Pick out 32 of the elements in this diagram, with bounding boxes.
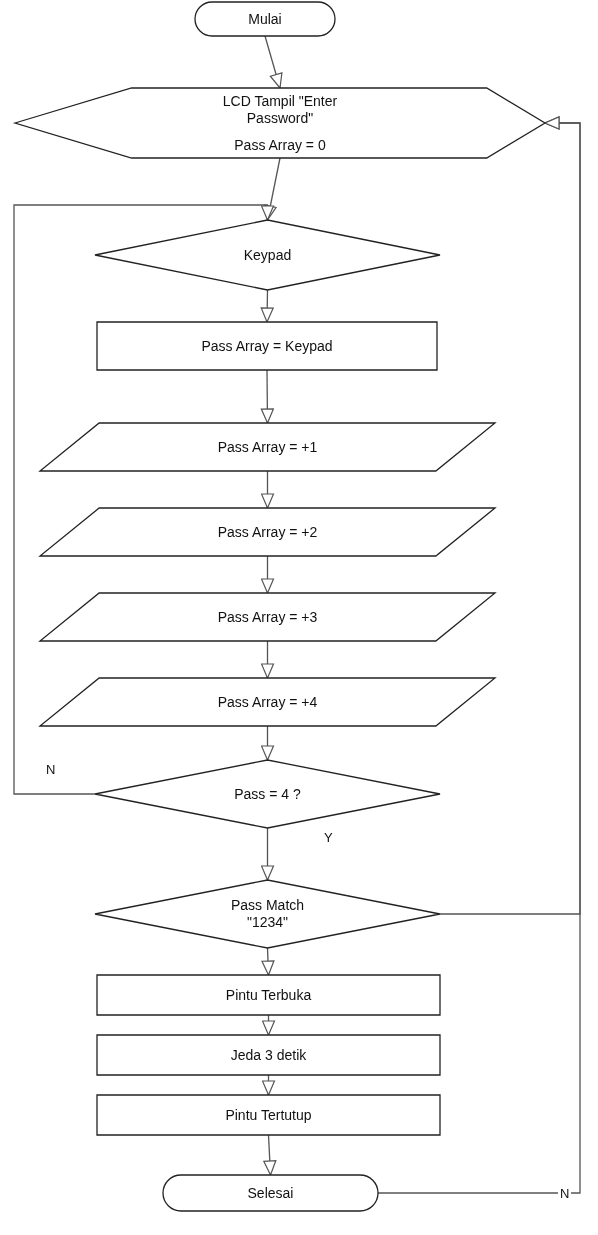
arrow bbox=[261, 1074, 276, 1096]
node-text: Pass Array = Keypad bbox=[201, 337, 333, 355]
node-text: Pintu Terbuka bbox=[225, 986, 312, 1004]
arrow bbox=[13, 204, 275, 795]
node-text: Keypad bbox=[243, 246, 292, 264]
edge-label: N bbox=[44, 762, 58, 777]
node-text: Pass Match "1234" bbox=[229, 897, 306, 931]
arrow bbox=[263, 1134, 277, 1176]
node-text: Pass Array = +1 bbox=[217, 438, 318, 456]
arrow bbox=[260, 369, 274, 424]
node-text: Pintu Tertutup bbox=[225, 1106, 312, 1124]
edge-label: N bbox=[558, 1186, 572, 1201]
node-text: Pass Array = +4 bbox=[217, 693, 318, 711]
arrow bbox=[261, 947, 275, 976]
arrow bbox=[260, 827, 275, 881]
node-text: Pass Array = +3 bbox=[217, 608, 318, 626]
node-text: Jeda 3 detik bbox=[230, 1046, 307, 1064]
edge-label: Y bbox=[322, 830, 335, 845]
node-text: Mulai bbox=[248, 10, 282, 28]
arrow bbox=[264, 35, 283, 89]
node-text: LCD Tampil "Enter Password" bbox=[221, 92, 339, 127]
node-text: Pass = 4 ? bbox=[234, 785, 301, 803]
arrow bbox=[260, 289, 274, 323]
node-text: Selesai bbox=[247, 1184, 294, 1202]
node-text: Pass Array = +2 bbox=[217, 523, 318, 541]
node-text: Pass Array = 0 bbox=[234, 136, 326, 154]
arrow bbox=[377, 116, 581, 1194]
arrow bbox=[260, 555, 275, 594]
arrow bbox=[260, 470, 275, 509]
arrow bbox=[260, 640, 275, 679]
arrow bbox=[260, 725, 275, 761]
arrow bbox=[261, 1014, 276, 1036]
